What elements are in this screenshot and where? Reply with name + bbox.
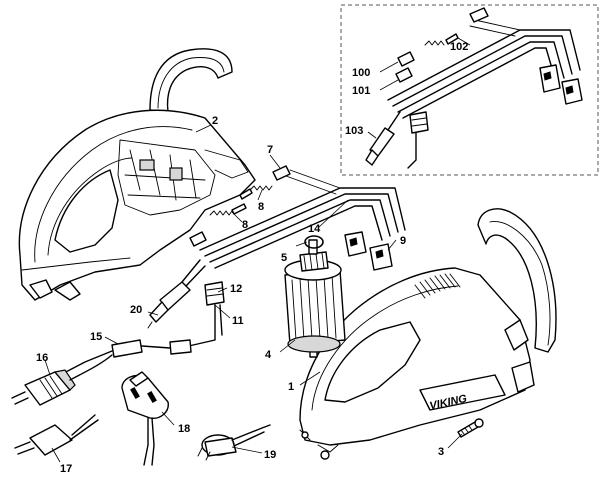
- flat-euro-plug: [14, 414, 99, 456]
- label-part-102: 102: [450, 41, 468, 53]
- brush-spring-main: [209, 185, 273, 216]
- label-part-8-lower: 8: [242, 219, 248, 231]
- label-part-20: 20: [130, 304, 142, 316]
- label-part-100: 100: [352, 67, 370, 79]
- euro-plug-round: [11, 354, 113, 406]
- label-part-17: 17: [60, 463, 72, 475]
- cable-sleeve: [147, 259, 206, 329]
- label-part-19: 19: [264, 449, 276, 461]
- wiring-harness-main: [179, 169, 406, 349]
- label-part-101: 101: [352, 85, 370, 97]
- power-cable: [59, 339, 192, 376]
- label-part-15: 15: [90, 331, 102, 343]
- inset-box: [340, 4, 599, 176]
- label-part-4: 4: [265, 349, 272, 361]
- right-housing-half: VIKING: [299, 208, 557, 460]
- label-part-1: 1: [288, 381, 294, 393]
- au-round-plug: [197, 424, 271, 461]
- uk-plug: [121, 371, 169, 466]
- label-part-11: 11: [232, 315, 244, 327]
- label-part-16: 16: [36, 352, 48, 364]
- leader-lines: [44, 37, 471, 463]
- motor-armature: [284, 239, 346, 358]
- screw: [457, 418, 484, 438]
- inset-wiring-harness: [365, 7, 583, 169]
- label-part-103: 103: [345, 125, 363, 137]
- part-labels: 2 7 8 8 5 14 9 12 11 20 15 4 1 16 17 18 …: [36, 41, 468, 475]
- o-ring: [304, 235, 324, 249]
- carbon-brush-main: [189, 165, 291, 247]
- label-part-8-upper: 8: [258, 201, 264, 213]
- label-part-7: 7: [267, 144, 273, 156]
- label-part-2: 2: [212, 115, 218, 127]
- label-part-3: 3: [438, 446, 444, 458]
- left-housing-half: [18, 48, 256, 301]
- label-part-12: 12: [230, 283, 242, 295]
- label-part-18: 18: [178, 423, 190, 435]
- label-part-14: 14: [308, 223, 321, 235]
- label-part-9: 9: [400, 235, 406, 247]
- label-part-5: 5: [281, 252, 287, 264]
